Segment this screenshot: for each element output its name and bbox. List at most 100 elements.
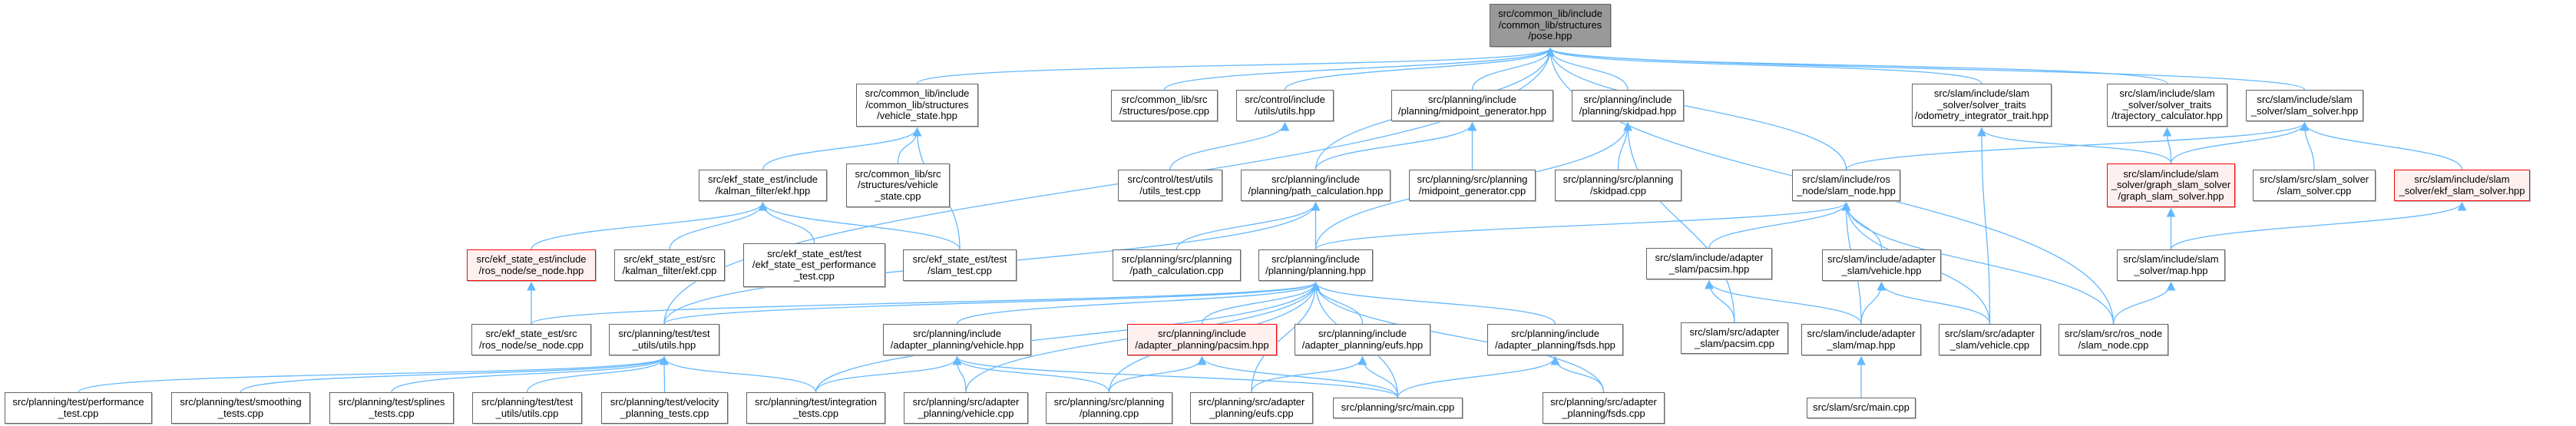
edge-vs-cpp-to-vs-hpp <box>897 127 922 164</box>
graph-node-skidpad-cpp[interactable]: src/planning/src/planning /skidpad.cpp <box>1555 170 1682 201</box>
edge-s-vehicle-cpp-to-odom <box>1977 127 1991 325</box>
graph-node-vs-hpp[interactable]: src/common_lib/include /common_lib/struc… <box>856 84 978 127</box>
graph-node-label: src/planning/test/smoothing _tests.cpp <box>180 396 302 419</box>
graph-node-pathcalc-hpp[interactable]: src/planning/include /planning/path_calc… <box>1241 170 1391 201</box>
edge-main-cpp-to-veh-hpp <box>952 355 1399 398</box>
edge-ekf-cpp-to-ekf-hpp <box>669 201 768 250</box>
graph-node-label: src/planning/include /adapter_planning/v… <box>890 328 1024 351</box>
edge-fsds-cpp-to-planning-hpp <box>1311 281 1605 393</box>
graph-node-label: src/planning/test/test _utils/utils.cpp <box>481 396 574 419</box>
graph-node-map-hpp[interactable]: src/slam/include/slam _solver/map.hpp <box>2117 249 2225 281</box>
graph-node-fsds-hpp[interactable]: src/planning/include /adapter_planning/f… <box>1487 324 1623 355</box>
graph-node-label: src/common_lib/src /structures/vehicle _… <box>855 167 941 202</box>
graph-node-pose-cpp[interactable]: src/common_lib/src /structures/pose.cpp <box>1111 90 1218 121</box>
edge-pathcalc-cpp-to-pathcalc-hpp <box>1176 201 1321 250</box>
graph-node-s-pacsim-cpp[interactable]: src/slam/src/adapter _slam/pacsim.cpp <box>1681 322 1788 354</box>
edge-pose-cpp-to-pose <box>1163 47 1555 91</box>
graph-node-velocity[interactable]: src/planning/test/velocity _planning_tes… <box>601 392 728 424</box>
graph-node-label: src/slam/src/adapter _slam/pacsim.cpp <box>1689 326 1780 349</box>
graph-node-integ[interactable]: src/planning/test/integration _tests.cpp <box>746 392 885 424</box>
graph-node-midgen-cpp[interactable]: src/planning/src/planning /midpoint_gene… <box>1409 170 1536 201</box>
graph-node-label: src/slam/include/adapter _slam/vehicle.h… <box>1827 253 1936 276</box>
edge-slam-node-hpp-to-pose <box>1546 47 1847 170</box>
graph-node-pathcalc-cpp[interactable]: src/planning/src/planning /path_calculat… <box>1113 249 1241 281</box>
edge-eufs-cpp-to-planning-hpp <box>1251 281 1321 393</box>
graph-node-planning-hpp[interactable]: src/planning/include /planning/planning.… <box>1258 249 1373 281</box>
graph-node-utils-test[interactable]: src/control/test/utils /utils_test.cpp <box>1118 170 1222 201</box>
graph-node-tu-cpp[interactable]: src/planning/test/test _utils/utils.cpp <box>472 392 582 424</box>
graph-node-veh-hpp[interactable]: src/planning/include /adapter_planning/v… <box>883 324 1031 355</box>
graph-node-eufs-hpp[interactable]: src/planning/include /adapter_planning/e… <box>1295 324 1430 355</box>
edge-pathcalc-hpp-to-midgen-hpp <box>1314 121 1477 170</box>
edge-graph-to-odom <box>1977 127 2172 164</box>
graph-node-label: src/planning/include /adapter_planning/p… <box>1135 328 1269 351</box>
graph-node-label: src/slam/include/ros _node/slam_node.hpp <box>1797 173 1896 196</box>
graph-node-ekf-perf[interactable]: src/ekf_state_est/test /ekf_state_est_pe… <box>743 243 885 287</box>
graph-node-label: src/slam/include/adapter _slam/map.hpp <box>1807 328 1916 351</box>
graph-node-slam-node-cpp[interactable]: src/slam/src/ros_node /slam_node.cpp <box>2058 324 2168 355</box>
edge-vs-hpp-to-pose <box>916 47 1555 84</box>
graph-node-label: src/planning/test/test _utils/utils.hpp <box>618 328 710 351</box>
graph-node-pose[interactable]: src/common_lib/include /common_lib/struc… <box>1490 4 1611 47</box>
edge-integ-to-veh-hpp <box>815 355 962 393</box>
edge-perf-cpp-to-utils-hpp <box>78 355 669 393</box>
graph-node-slam-solver-hpp[interactable]: src/slam/include/slam _solver/slam_solve… <box>2246 90 2363 121</box>
edge-map-hpp-to-ekf-slam <box>2170 201 2467 250</box>
graph-node-a-pacsim-hpp[interactable]: src/slam/include/adapter _slam/pacsim.hp… <box>1646 248 1772 279</box>
graph-node-ekf-cpp[interactable]: src/ekf_state_est/src /kalman_filter/ekf… <box>614 249 725 281</box>
edge-tu-cpp-to-utils-hpp <box>526 355 669 393</box>
edge-ekf-hpp-to-vs-hpp <box>762 127 922 170</box>
graph-node-planning-cpp[interactable]: src/planning/src/planning /planning.cpp <box>1046 392 1172 424</box>
graph-node-midgen-hpp[interactable]: src/planning/include /planning/midpoint_… <box>1391 90 1553 121</box>
graph-node-label: src/planning/src/planning /midpoint_gene… <box>1417 173 1528 196</box>
graph-node-skidpad-hpp[interactable]: src/planning/include /planning/skidpad.h… <box>1572 90 1684 121</box>
graph-node-perf-cpp[interactable]: src/planning/test/performance _test.cpp <box>5 392 152 424</box>
graph-node-label: src/slam/include/slam _solver/solver_tra… <box>1914 88 2049 122</box>
graph-node-a-vehicle-hpp[interactable]: src/slam/include/adapter _slam/vehicle.h… <box>1822 249 1941 281</box>
graph-node-label: src/planning/include /planning/midpoint_… <box>1398 94 1546 117</box>
graph-node-traj[interactable]: src/slam/include/slam _solver/solver_tra… <box>2107 84 2227 127</box>
graph-node-utils-hpp[interactable]: src/planning/test/test _utils/utils.hpp <box>609 324 719 355</box>
graph-node-label: src/planning/src/planning /skidpad.cpp <box>1562 173 1674 196</box>
graph-node-label: src/planning/src/adapter _planning/eufs.… <box>1198 396 1305 419</box>
graph-node-ekf-slam[interactable]: src/slam/include/slam _solver/ekf_slam_s… <box>2394 170 2530 201</box>
graph-node-odom[interactable]: src/slam/include/slam _solver/solver_tra… <box>1912 84 2052 127</box>
graph-node-a-map-hpp[interactable]: src/slam/include/adapter _slam/map.hpp <box>1801 324 1921 355</box>
edge-s-vehicle-cpp-to-a-vehicle-hpp <box>1877 281 1991 325</box>
graph-node-fsds-cpp[interactable]: src/planning/src/adapter _planning/fsds.… <box>1543 392 1665 424</box>
graph-node-label: src/control/test/utils /utils_test.cpp <box>1127 173 1213 196</box>
graph-node-label: src/ekf_state_est/src /kalman_filter/ekf… <box>622 253 717 276</box>
graph-node-ctrl-utils[interactable]: src/control/include /utils/utils.hpp <box>1236 90 1334 121</box>
graph-node-se-node-cpp[interactable]: src/ekf_state_est/src /ros_node/se_node.… <box>471 324 591 355</box>
graph-node-smooth[interactable]: src/planning/test/smoothing _tests.cpp <box>171 392 310 424</box>
graph-node-se-node-hpp[interactable]: src/ekf_state_est/include /ros_node/se_n… <box>467 249 596 281</box>
edge-main-cpp-to-fsds-hpp <box>1397 355 1560 398</box>
edge-integ-to-utils-hpp <box>660 355 817 393</box>
graph-node-s-main[interactable]: src/slam/src/main.cpp <box>1807 398 1916 418</box>
edge-slam-node-cpp-to-slam-node-hpp <box>1841 201 2115 325</box>
edge-ctrl-utils-to-pose <box>1284 47 1555 91</box>
graph-node-vs-cpp[interactable]: src/common_lib/src /structures/vehicle _… <box>846 163 950 207</box>
graph-node-pacsim-hpp[interactable]: src/planning/include /adapter_planning/p… <box>1127 324 1277 355</box>
edge-pacsim-hpp-to-planning-hpp <box>1201 281 1321 325</box>
graph-node-veh-cpp[interactable]: src/planning/src/adapter _planning/vehic… <box>904 392 1028 424</box>
edge-slam-test-to-ekf-hpp <box>758 201 961 250</box>
graph-node-splines[interactable]: src/planning/test/splines _tests.cpp <box>329 392 454 424</box>
graph-node-slam-solver-cpp[interactable]: src/slam/src/slam_solver /slam_solver.cp… <box>2253 170 2376 201</box>
graph-node-slam-test[interactable]: src/ekf_state_est/test /slam_test.cpp <box>903 249 1017 281</box>
edge-a-pacsim-hpp-to-slam-node-hpp <box>1708 201 1851 249</box>
graph-node-graph[interactable]: src/slam/include/slam _solver/graph_slam… <box>2107 163 2235 207</box>
graph-node-slam-node-hpp[interactable]: src/slam/include/ros _node/slam_node.hpp <box>1792 170 1900 201</box>
graph-node-label: src/planning/include /planning/path_calc… <box>1248 173 1384 196</box>
graph-node-eufs-cpp[interactable]: src/planning/src/adapter _planning/eufs.… <box>1190 392 1313 424</box>
graph-node-label: src/ekf_state_est/test /ekf_state_est_pe… <box>752 247 877 282</box>
edge-ekf-slam-to-slam-solver-hpp <box>2300 121 2463 170</box>
graph-node-main-cpp[interactable]: src/planning/src/main.cpp <box>1333 398 1463 418</box>
edge-graph-to-traj <box>2162 127 2172 164</box>
graph-node-s-vehicle-cpp[interactable]: src/slam/src/adapter _slam/vehicle.cpp <box>1939 324 2041 355</box>
graph-node-ekf-hpp[interactable]: src/ekf_state_est/include /kalman_filter… <box>699 170 827 201</box>
edge-integ-to-planning-hpp <box>815 281 1321 393</box>
graph-node-label: src/slam/include/slam _solver/graph_slam… <box>2111 167 2231 202</box>
